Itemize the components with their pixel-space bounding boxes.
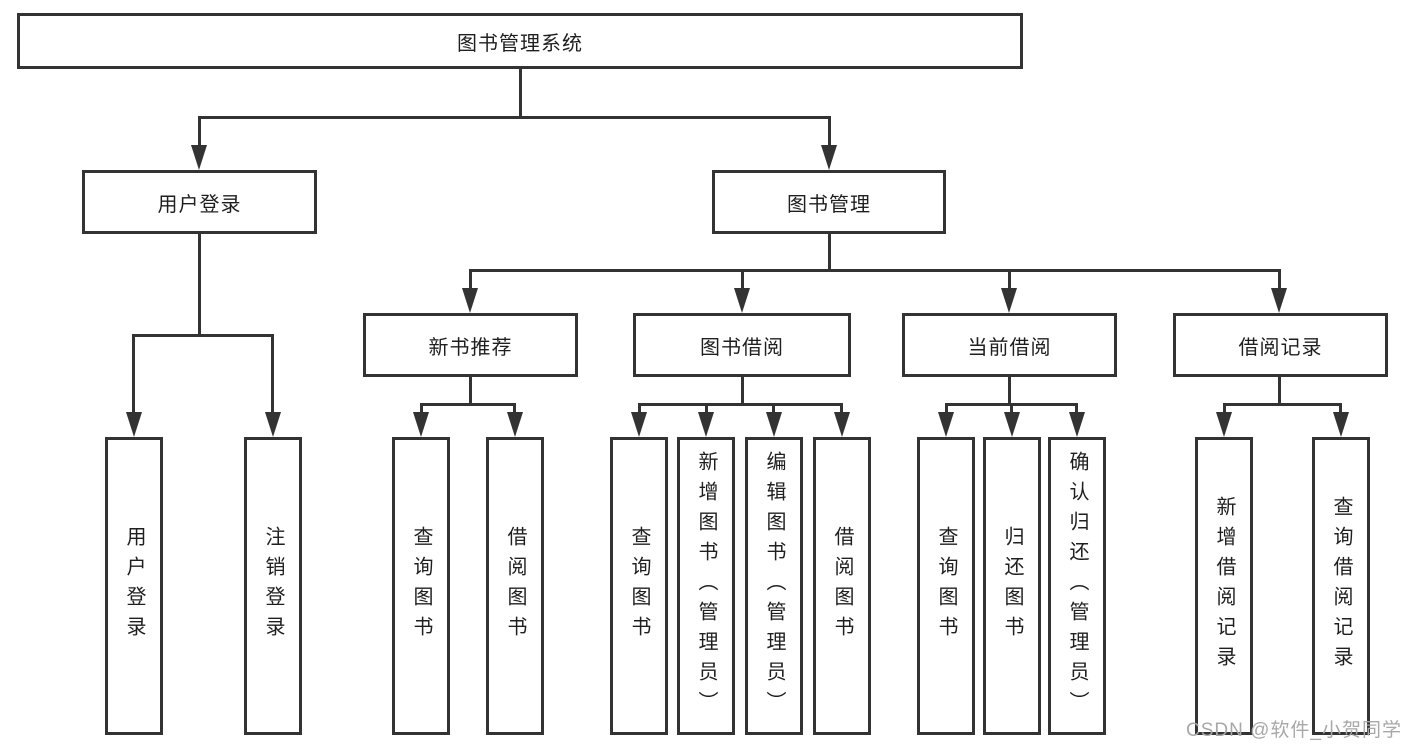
- node-user-login: 用户登录: [82, 170, 317, 234]
- arrowhead-down-icon: [126, 412, 142, 437]
- connector-line: [840, 403, 843, 414]
- connector-line: [469, 377, 472, 406]
- node-leaf-current-confirm-return: 确认归还（管理员）: [1048, 437, 1106, 735]
- arrowhead-down-icon: [507, 412, 523, 437]
- node-label: 查询图书: [628, 526, 650, 646]
- arrowhead-down-icon: [413, 412, 429, 437]
- node-label: 用户登录: [157, 193, 242, 216]
- connector-line: [741, 269, 744, 291]
- node-label: 新增借阅记录: [1213, 496, 1235, 676]
- node-leaf-current-query-books: 查询图书: [917, 437, 975, 735]
- node-label: 当前借阅: [967, 336, 1052, 359]
- connector-line: [1008, 269, 1011, 291]
- node-leaf-records-query-record: 查询借阅记录: [1312, 437, 1370, 735]
- node-leaf-user-login-action: 用户登录: [105, 437, 163, 735]
- arrowhead-down-icon: [834, 412, 850, 437]
- node-leaf-borrow-query-books: 查询图书: [610, 437, 668, 735]
- arrowhead-down-icon: [1216, 412, 1232, 437]
- connector-line: [519, 69, 522, 118]
- csdn-watermark: CSDN @软件_小贺同学: [1186, 720, 1402, 741]
- connector-line: [945, 403, 948, 414]
- arrowhead-down-icon: [1004, 412, 1020, 437]
- node-leaf-recommend-borrow-books: 借阅图书: [486, 437, 544, 735]
- node-label: 查询借阅记录: [1330, 496, 1352, 676]
- arrowhead-down-icon: [191, 145, 207, 170]
- arrowhead-down-icon: [631, 412, 647, 437]
- arrowhead-down-icon: [265, 412, 281, 437]
- arrowhead-down-icon: [734, 288, 750, 313]
- node-label: 用户登录: [123, 526, 145, 646]
- arrowhead-down-icon: [766, 412, 782, 437]
- connector-line: [638, 403, 843, 406]
- node-label: 新增图书（管理员）: [695, 451, 717, 721]
- node-label: 借阅图书: [504, 526, 526, 646]
- node-leaf-logout-action: 注销登录: [244, 437, 302, 735]
- connector-line: [469, 269, 472, 291]
- node-book-management: 图书管理: [712, 170, 946, 234]
- node-label: 图书管理系统: [457, 32, 583, 55]
- node-label: 归还图书: [1001, 526, 1023, 646]
- connector-line: [741, 377, 744, 406]
- node-label: 查询图书: [935, 526, 957, 646]
- connector-line: [1223, 403, 1342, 406]
- connector-line: [772, 403, 775, 414]
- node-root-library-system: 图书管理系统: [17, 13, 1023, 69]
- node-leaf-recommend-query-books: 查询图书: [392, 437, 450, 735]
- connector-line: [1008, 377, 1011, 406]
- arrowhead-down-icon: [1069, 412, 1085, 437]
- arrowhead-down-icon: [1001, 288, 1017, 313]
- connector-line: [828, 234, 831, 272]
- node-label: 编辑图书（管理员）: [763, 451, 785, 721]
- connector-line: [132, 334, 135, 415]
- connector-line: [198, 116, 201, 148]
- node-label: 借阅图书: [831, 526, 853, 646]
- connector-line: [420, 403, 516, 406]
- connector-line: [198, 234, 201, 337]
- node-current-borrow: 当前借阅: [902, 313, 1117, 377]
- arrowhead-down-icon: [821, 145, 837, 170]
- node-label: 新书推荐: [428, 336, 513, 359]
- node-label: 查询图书: [410, 526, 432, 646]
- connector-line: [828, 116, 831, 148]
- connector-line: [271, 334, 274, 415]
- connector-line: [1010, 403, 1013, 414]
- node-new-book-recommend: 新书推荐: [363, 313, 578, 377]
- connector-line: [1339, 403, 1342, 414]
- node-label: 借阅记录: [1238, 336, 1323, 359]
- connector-line: [132, 334, 274, 337]
- node-label: 图书管理: [787, 193, 871, 216]
- connector-line: [1278, 377, 1281, 406]
- connector-line: [513, 403, 516, 414]
- arrowhead-down-icon: [462, 288, 478, 313]
- connector-line: [1223, 403, 1226, 414]
- arrowhead-down-icon: [1271, 288, 1287, 313]
- connector-line: [420, 403, 423, 414]
- node-leaf-borrow-add-books: 新增图书（管理员）: [677, 437, 735, 735]
- node-leaf-borrow-borrow-books: 借阅图书: [813, 437, 871, 735]
- connector-line: [705, 403, 708, 414]
- arrowhead-down-icon: [938, 412, 954, 437]
- arrowhead-down-icon: [698, 412, 714, 437]
- node-book-borrow: 图书借阅: [633, 313, 851, 377]
- node-leaf-borrow-edit-books: 编辑图书（管理员）: [745, 437, 803, 735]
- connector-line: [469, 269, 1281, 272]
- connector-line: [1075, 403, 1078, 414]
- arrowhead-down-icon: [1333, 412, 1349, 437]
- connector-line: [638, 403, 641, 414]
- node-leaf-current-return-books: 归还图书: [983, 437, 1041, 735]
- node-borrow-records: 借阅记录: [1173, 313, 1388, 377]
- node-label: 注销登录: [262, 526, 284, 646]
- node-label: 确认归还（管理员）: [1066, 451, 1088, 721]
- connector-line: [198, 116, 831, 119]
- node-leaf-records-add-record: 新增借阅记录: [1195, 437, 1253, 735]
- connector-line: [1278, 269, 1281, 291]
- node-label: 图书借阅: [700, 336, 784, 359]
